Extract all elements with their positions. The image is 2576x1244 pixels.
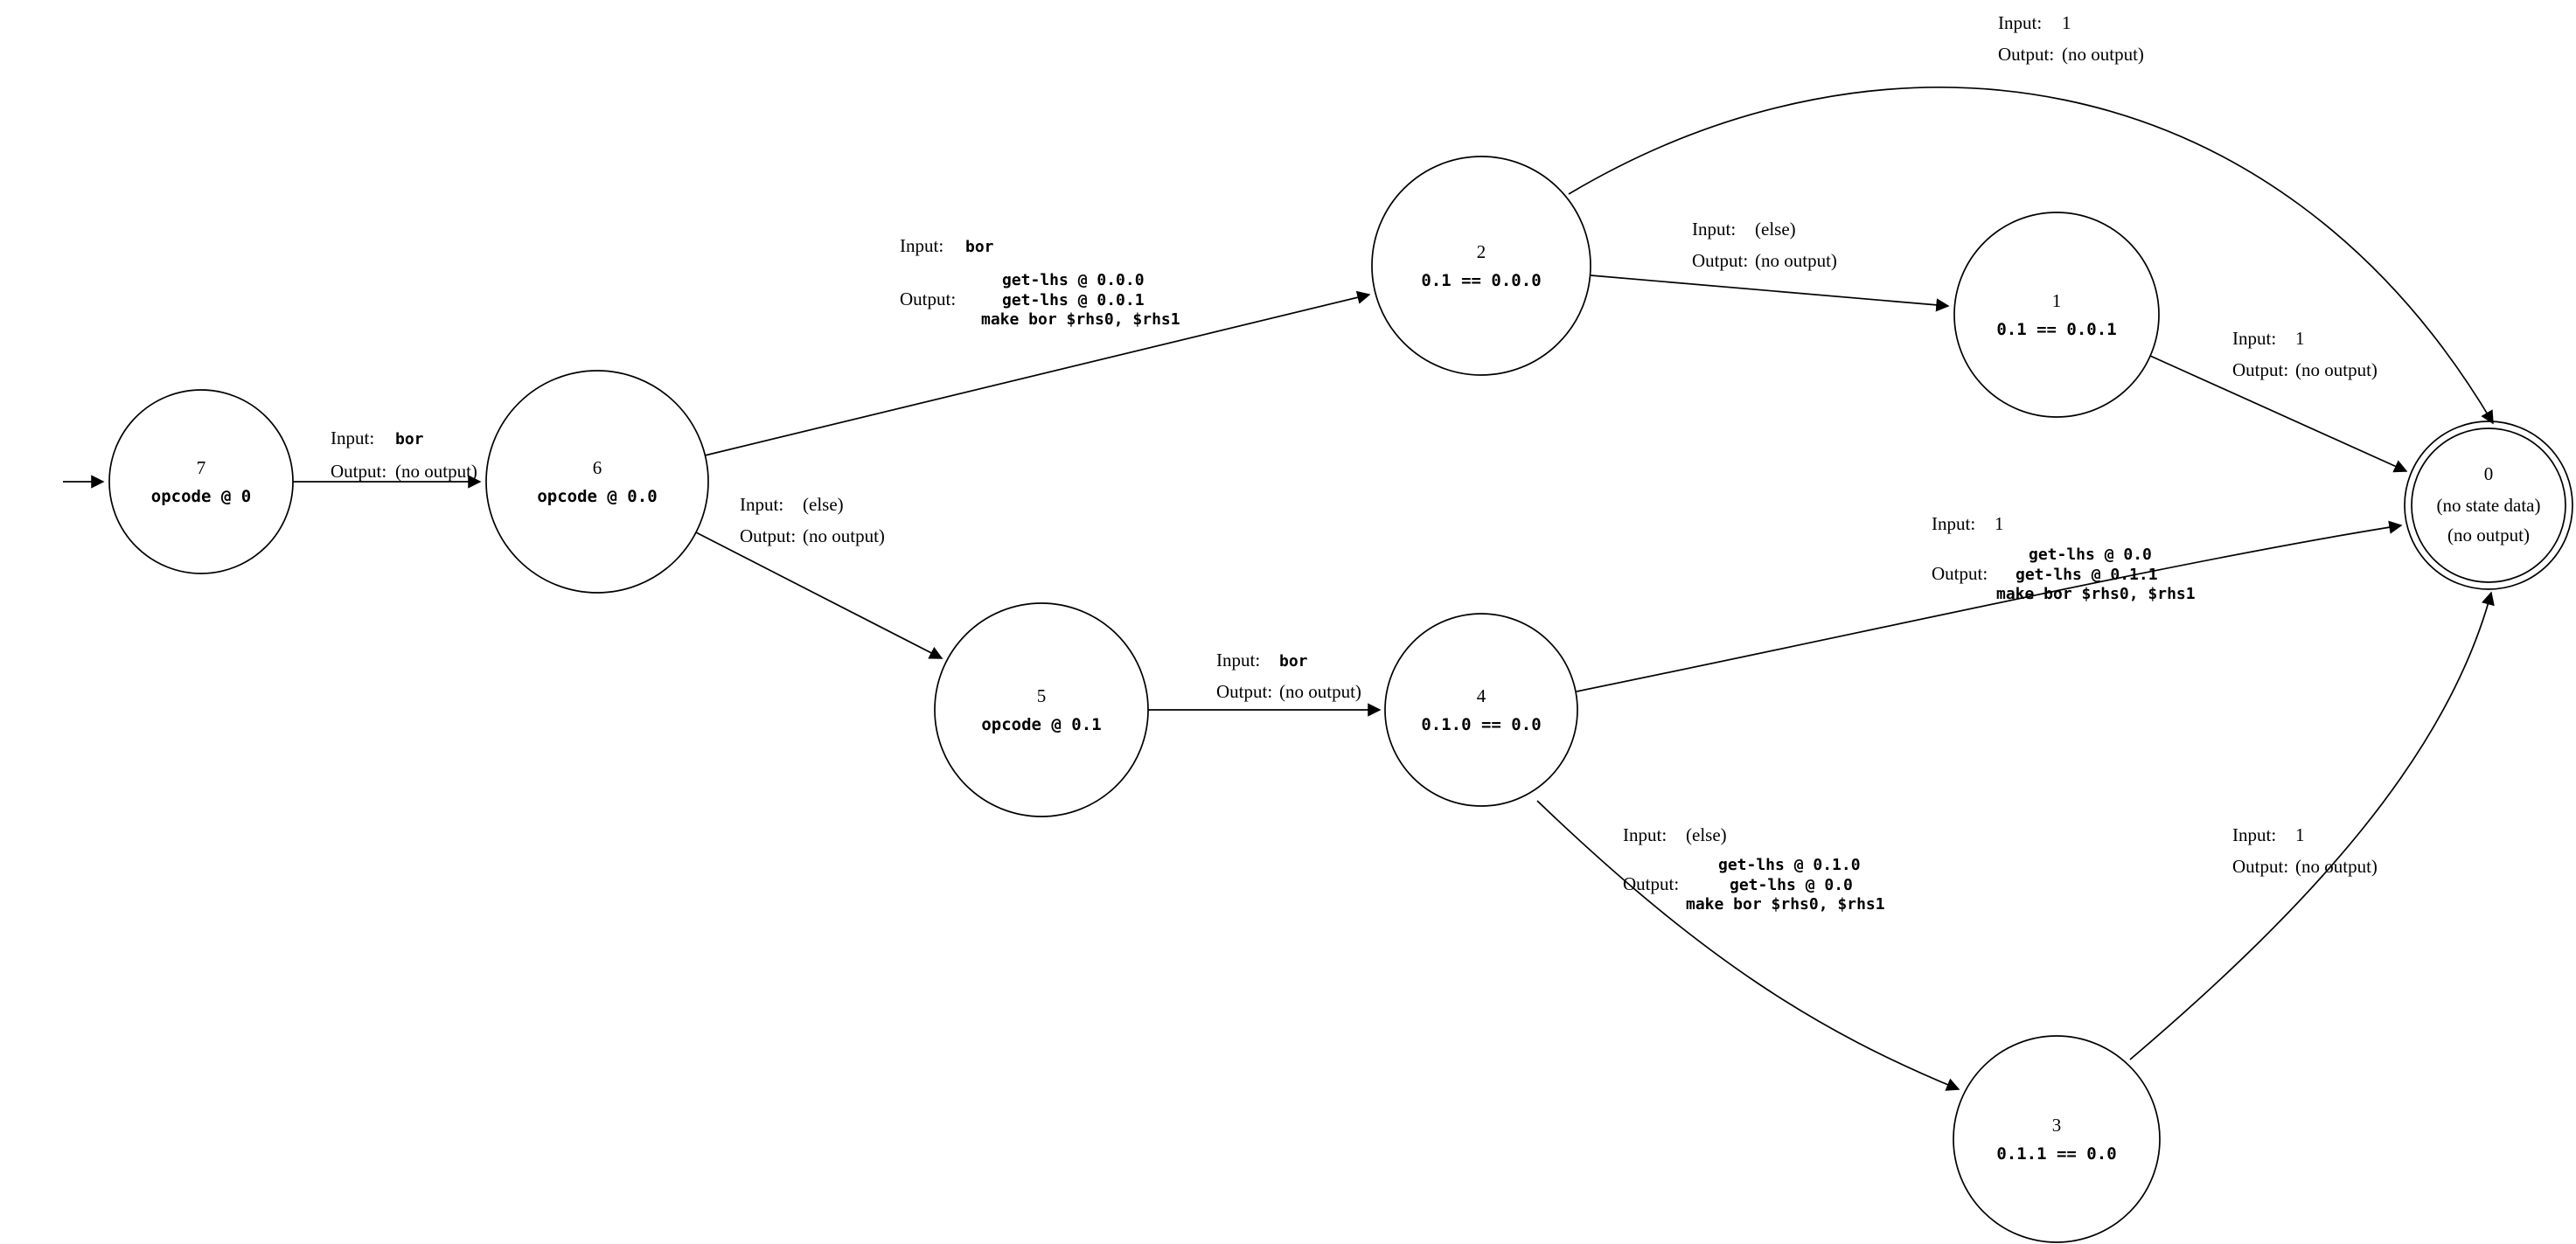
state-data-label: 0.1 == 0.0.0	[1421, 271, 1541, 290]
edge-2-1: Input: (else) Output: (no output)	[1590, 219, 1950, 312]
input-value: 1	[2062, 12, 2071, 33]
output-value-line1: get-lhs @ 0.1.0	[1718, 856, 1861, 874]
transition-arrow-6-2	[704, 290, 1371, 456]
input-value: (else)	[1755, 219, 1796, 240]
transition-arrow-2-0	[1568, 87, 2494, 425]
output-key: Output:	[2232, 359, 2288, 380]
output-value-line2: get-lhs @ 0.0	[1730, 876, 1853, 894]
input-value: 1	[1995, 513, 2004, 534]
output-key: Output:	[1692, 250, 1748, 271]
output-value-line3: make bor $rhs0, $rhs1	[1686, 895, 1885, 914]
state-data-label: opcode @ 0.1	[981, 715, 1101, 734]
output-key: Output:	[740, 525, 796, 546]
state-id: 3	[2052, 1115, 2062, 1136]
output-value: (no output)	[395, 461, 477, 482]
state-circle-inner	[2411, 427, 2566, 583]
input-value: (else)	[803, 494, 844, 515]
state-data-label: opcode @ 0.0	[537, 487, 657, 506]
state-node-7: 7 opcode @ 0	[108, 389, 294, 574]
edge-6-5: Input: (else) Output: (no output)	[695, 494, 943, 659]
input-key: Input:	[900, 235, 943, 256]
state-circle	[1953, 1035, 2161, 1243]
state-data-label: (no state data)	[2437, 495, 2541, 516]
edge-1-0: Input: 1 Output: (no output)	[2149, 328, 2408, 473]
input-key: Input:	[1623, 824, 1667, 845]
state-output-label: (no output)	[2447, 525, 2530, 546]
state-node-0-accepting: 0 (no state data) (no output)	[2404, 420, 2573, 590]
output-value-line2: get-lhs @ 0.1.1	[2016, 566, 2158, 584]
input-value: bor	[1279, 652, 1308, 671]
state-circle-outer	[2404, 420, 2573, 590]
input-value: bor	[395, 430, 424, 448]
state-circle	[108, 389, 294, 574]
state-node-6: 6 opcode @ 0.0	[485, 370, 709, 594]
input-key: Input:	[2232, 824, 2276, 845]
state-data-label: 0.1 == 0.0.1	[1996, 320, 2116, 339]
edge-4-0: Input: 1 get-lhs @ 0.0 Output: get-lhs @…	[1576, 513, 2403, 692]
state-id: 2	[1477, 241, 1486, 262]
state-id: 5	[1037, 685, 1047, 706]
output-value-line3: make bor $rhs0, $rhs1	[981, 310, 1180, 329]
edge-5-4: Input: bor Output: (no output)	[1148, 650, 1382, 717]
output-value-line1: get-lhs @ 0.0.0	[1002, 271, 1145, 289]
edge-4-3: Input: (else) get-lhs @ 0.1.0 Output: ge…	[1536, 800, 1960, 1091]
state-id: 6	[593, 457, 602, 478]
output-key: Output:	[900, 288, 956, 309]
input-key: Input:	[1932, 513, 1975, 534]
output-key: Output:	[1932, 563, 1988, 584]
input-key: Input:	[331, 427, 374, 448]
transition-arrow-4-0	[1576, 520, 2403, 692]
input-value: (else)	[1686, 824, 1727, 845]
input-key: Input:	[2232, 328, 2276, 349]
state-circle	[1371, 156, 1591, 376]
state-circle	[1384, 613, 1578, 807]
output-key: Output:	[2232, 856, 2288, 877]
output-value: (no output)	[1755, 250, 1837, 271]
input-value: 1	[2295, 824, 2305, 845]
edge-3-0: Input: 1 Output: (no output)	[2129, 591, 2495, 1060]
output-value: (no output)	[2062, 44, 2144, 65]
transition-arrow-6-5	[695, 532, 943, 659]
output-key: Output:	[1998, 44, 2054, 65]
state-node-1: 1 0.1 == 0.0.1	[1953, 212, 2160, 418]
state-node-3: 3 0.1.1 == 0.0	[1953, 1035, 2161, 1243]
output-key: Output:	[331, 461, 386, 482]
input-key: Input:	[1998, 12, 2042, 33]
output-value-line2: get-lhs @ 0.0.1	[1002, 291, 1145, 309]
input-key: Input:	[1692, 219, 1736, 240]
state-id: 0	[2484, 463, 2494, 484]
transition-arrow-4-3	[1536, 800, 1960, 1091]
transition-arrow-1-0	[2149, 355, 2408, 473]
transition-arrow-2-1	[1590, 275, 1950, 312]
output-value: (no output)	[803, 525, 885, 546]
input-key: Input:	[1216, 650, 1260, 671]
output-value: (no output)	[2295, 856, 2378, 877]
state-node-4: 4 0.1.0 == 0.0	[1384, 613, 1578, 807]
state-id: 7	[197, 457, 206, 478]
output-value-line1: get-lhs @ 0.0	[2029, 546, 2152, 564]
output-key: Output:	[1216, 681, 1272, 702]
state-node-5: 5 opcode @ 0.1	[934, 602, 1149, 817]
output-key: Output:	[1623, 873, 1679, 894]
input-key: Input:	[740, 494, 783, 515]
input-value: bor	[965, 238, 994, 256]
edge-7-6: Input: bor Output: (no output)	[293, 427, 482, 489]
edge-6-2: Input: bor get-lhs @ 0.0.0 Output: get-l…	[704, 235, 1371, 456]
state-circle	[934, 602, 1149, 817]
state-id: 1	[2052, 290, 2062, 311]
output-value-line3: make bor $rhs0, $rhs1	[1996, 585, 2196, 603]
state-data-label: opcode @ 0	[151, 487, 251, 506]
state-circle	[1953, 212, 2160, 418]
transition-arrow-3-0	[2129, 591, 2495, 1060]
state-circle	[485, 370, 709, 594]
state-id: 4	[1477, 685, 1486, 706]
state-data-label: 0.1.0 == 0.0	[1421, 715, 1541, 734]
output-value: (no output)	[1279, 681, 1361, 702]
input-value: 1	[2295, 328, 2305, 349]
output-value: (no output)	[2295, 359, 2378, 380]
state-node-2: 2 0.1 == 0.0.0	[1371, 156, 1591, 376]
state-data-label: 0.1.1 == 0.0	[1996, 1144, 2116, 1164]
edge-2-0: Input: 1 Output: (no output)	[1568, 12, 2494, 425]
